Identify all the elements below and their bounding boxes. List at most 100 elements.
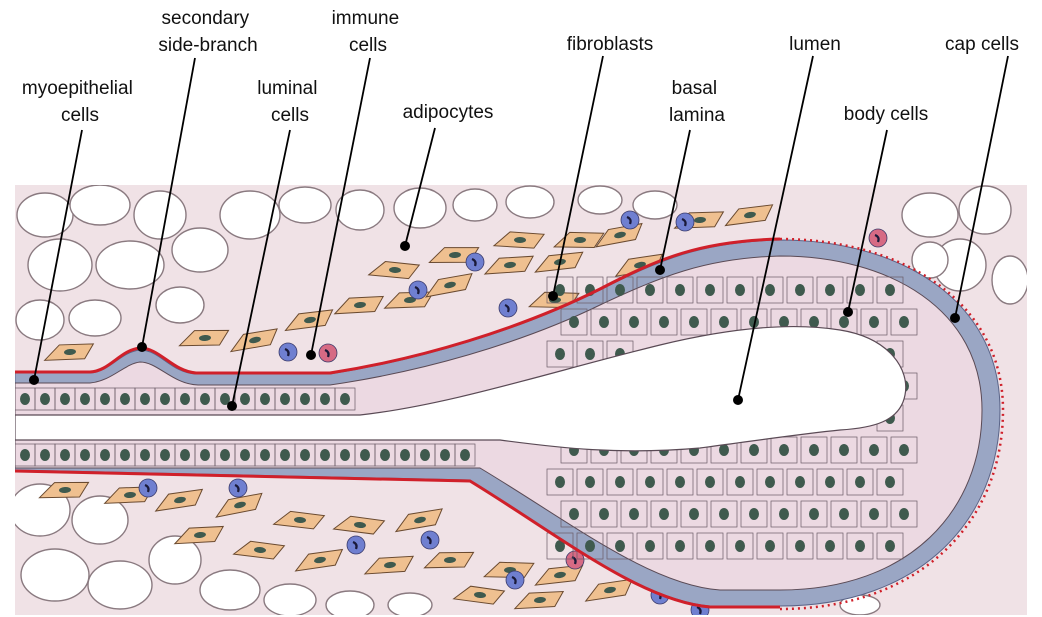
label-cap-cells: cap cells bbox=[945, 34, 1019, 55]
pointer-body-cells bbox=[843, 307, 853, 317]
adipocyte bbox=[578, 186, 622, 214]
adipocyte bbox=[21, 549, 89, 601]
cell-nucleus bbox=[899, 508, 909, 520]
adipocyte bbox=[70, 185, 130, 225]
cell-nucleus bbox=[240, 393, 250, 405]
cell-nucleus bbox=[160, 393, 170, 405]
cell-nucleus bbox=[705, 540, 715, 552]
adipocyte bbox=[88, 561, 152, 609]
adipocyte bbox=[633, 191, 677, 219]
cell-nucleus bbox=[885, 540, 895, 552]
cell-nucleus bbox=[735, 540, 745, 552]
cell-nucleus bbox=[765, 476, 775, 488]
cell-nucleus bbox=[615, 476, 625, 488]
cell-nucleus bbox=[899, 444, 909, 456]
cell-nucleus bbox=[795, 540, 805, 552]
pointer-basal-lamina bbox=[655, 265, 665, 275]
cell-nucleus bbox=[160, 449, 170, 461]
cell-nucleus bbox=[569, 508, 579, 520]
cell-nucleus bbox=[80, 393, 90, 405]
cell-nucleus bbox=[855, 540, 865, 552]
adipocyte bbox=[156, 287, 204, 323]
cell-nucleus bbox=[719, 316, 729, 328]
cell-nucleus bbox=[60, 393, 70, 405]
cell-nucleus bbox=[779, 508, 789, 520]
cell-nucleus bbox=[795, 284, 805, 296]
cell-nucleus bbox=[460, 449, 470, 461]
cell-nucleus bbox=[320, 449, 330, 461]
pointer-fibroblasts bbox=[548, 291, 558, 301]
cell-nucleus bbox=[60, 449, 70, 461]
cell-nucleus bbox=[340, 449, 350, 461]
cell-nucleus bbox=[675, 540, 685, 552]
adipocyte bbox=[16, 300, 64, 340]
cell-nucleus bbox=[645, 284, 655, 296]
cell-nucleus bbox=[280, 449, 290, 461]
cell-nucleus bbox=[869, 316, 879, 328]
cell-nucleus bbox=[675, 284, 685, 296]
cell-nucleus bbox=[869, 508, 879, 520]
pointer-myoepithelial bbox=[29, 375, 39, 385]
cell-nucleus bbox=[825, 476, 835, 488]
cell-nucleus bbox=[240, 449, 250, 461]
cell-nucleus bbox=[100, 449, 110, 461]
cell-nucleus bbox=[825, 284, 835, 296]
cell-nucleus bbox=[555, 348, 565, 360]
cell-nucleus bbox=[809, 444, 819, 456]
cell-nucleus bbox=[20, 393, 30, 405]
cell-nucleus bbox=[40, 393, 50, 405]
cell-nucleus bbox=[809, 508, 819, 520]
cell-nucleus bbox=[659, 508, 669, 520]
cell-nucleus bbox=[20, 449, 30, 461]
pointer-immune bbox=[306, 350, 316, 360]
cell-nucleus bbox=[360, 449, 370, 461]
cell-nucleus bbox=[120, 393, 130, 405]
cell-nucleus bbox=[839, 508, 849, 520]
cell-nucleus bbox=[599, 316, 609, 328]
cell-nucleus bbox=[659, 316, 669, 328]
adipocyte bbox=[394, 188, 446, 228]
adipocyte bbox=[220, 191, 280, 239]
cell-nucleus bbox=[420, 449, 430, 461]
cell-nucleus bbox=[140, 449, 150, 461]
adipocyte bbox=[326, 591, 374, 617]
cell-nucleus bbox=[320, 393, 330, 405]
cell-nucleus bbox=[380, 449, 390, 461]
cell-nucleus bbox=[585, 540, 595, 552]
pointer-luminal bbox=[227, 401, 237, 411]
label-lumen: lumen bbox=[789, 34, 841, 55]
adipocyte bbox=[453, 189, 497, 221]
cell-nucleus bbox=[779, 444, 789, 456]
adipocyte bbox=[506, 186, 554, 218]
cell-nucleus bbox=[855, 284, 865, 296]
adipocyte bbox=[17, 193, 73, 237]
cell-nucleus bbox=[260, 393, 270, 405]
adipocyte bbox=[69, 300, 121, 336]
cell-nucleus bbox=[615, 284, 625, 296]
cell-nucleus bbox=[615, 540, 625, 552]
cell-nucleus bbox=[599, 508, 609, 520]
cell-nucleus bbox=[645, 540, 655, 552]
pointer-side-branch bbox=[137, 342, 147, 352]
pointer-adipocytes bbox=[400, 241, 410, 251]
adipocyte bbox=[992, 256, 1028, 304]
cell-nucleus bbox=[340, 393, 350, 405]
label-fibroblasts: fibroblasts bbox=[567, 34, 654, 55]
cell-nucleus bbox=[765, 540, 775, 552]
cell-nucleus bbox=[749, 508, 759, 520]
label-adipocytes: adipocytes bbox=[403, 102, 494, 123]
cell-nucleus bbox=[795, 476, 805, 488]
cell-nucleus bbox=[765, 284, 775, 296]
cell-nucleus bbox=[585, 476, 595, 488]
label-myoepithelial-cells: myoepithelial cells bbox=[22, 78, 138, 126]
adipocyte bbox=[172, 228, 228, 272]
cell-nucleus bbox=[885, 284, 895, 296]
adipocyte bbox=[134, 191, 186, 239]
cell-nucleus bbox=[869, 444, 879, 456]
cell-nucleus bbox=[80, 449, 90, 461]
cell-nucleus bbox=[300, 393, 310, 405]
cell-nucleus bbox=[629, 508, 639, 520]
label-secondary-side-branch: secondary side-branch bbox=[158, 8, 257, 56]
cell-nucleus bbox=[585, 348, 595, 360]
tissue-area bbox=[10, 185, 1028, 617]
